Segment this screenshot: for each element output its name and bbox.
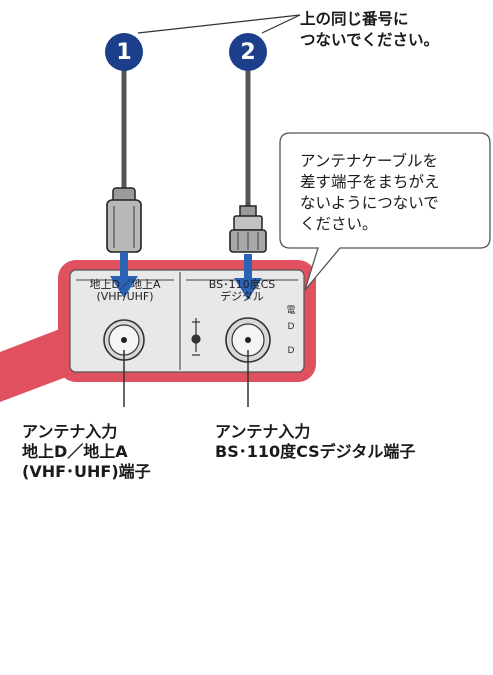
badge-1: 1 (105, 33, 143, 71)
bs-input-label: アンテナ入力 BS･110度CSデジタル端子 (215, 422, 415, 462)
callout-line4: ください。 (300, 215, 378, 233)
terrestrial-label-line2: 地上D／地上A (22, 442, 128, 461)
plate-side-marks: 電 D D (284, 306, 298, 356)
arrow-1 (110, 252, 138, 298)
plate-right-line1: BS･110度CS (208, 278, 276, 291)
plate-right-caption: BS･110度CS デジタル (186, 279, 298, 303)
callout-line3: ないようにつないで (300, 194, 439, 212)
terminal-2-jack (225, 317, 271, 363)
bs-label-line1: アンテナ入力 (215, 422, 311, 441)
connector-1 (106, 187, 142, 253)
callout-text: アンテナケーブルを 差す端子をまちがえ ないようにつないで ください。 (300, 151, 440, 235)
terminal-1-jack (103, 319, 145, 361)
callout-bubble (279, 132, 491, 291)
plate-right-line2: デジタル (220, 290, 264, 303)
plate-left-caption: 地上D／地上A (VHF/UHF) (76, 279, 174, 303)
top-note: 上の同じ番号に つないでください。 (300, 9, 439, 51)
connector-2 (229, 205, 267, 253)
terrestrial-label-line1: アンテナ入力 (22, 422, 118, 441)
top-note-line1: 上の同じ番号に (300, 10, 409, 28)
side-mark-3: D (287, 346, 295, 356)
plate-left-line2: (VHF/UHF) (96, 290, 154, 303)
terrestrial-input-label: アンテナ入力 地上D／地上A (VHF･UHF)端子 (22, 422, 151, 482)
note-leader-2 (261, 14, 301, 34)
plate-left-line1: 地上D／地上A (89, 278, 161, 291)
callout-line2: 差す端子をまちがえ (300, 173, 440, 191)
bs-label-line2: BS･110度CSデジタル端子 (215, 442, 416, 461)
callout-line1: アンテナケーブルを (300, 152, 438, 170)
arrow-2 (234, 254, 262, 300)
terrestrial-label-line3: (VHF･UHF)端子 (22, 462, 151, 481)
side-mark-1: 電 (286, 306, 296, 316)
side-mark-2: D (287, 322, 295, 332)
note-leader-1 (137, 14, 301, 34)
polarity-symbol (191, 318, 201, 356)
top-note-line2: つないでください。 (300, 31, 440, 49)
badge-2: 2 (229, 33, 267, 71)
